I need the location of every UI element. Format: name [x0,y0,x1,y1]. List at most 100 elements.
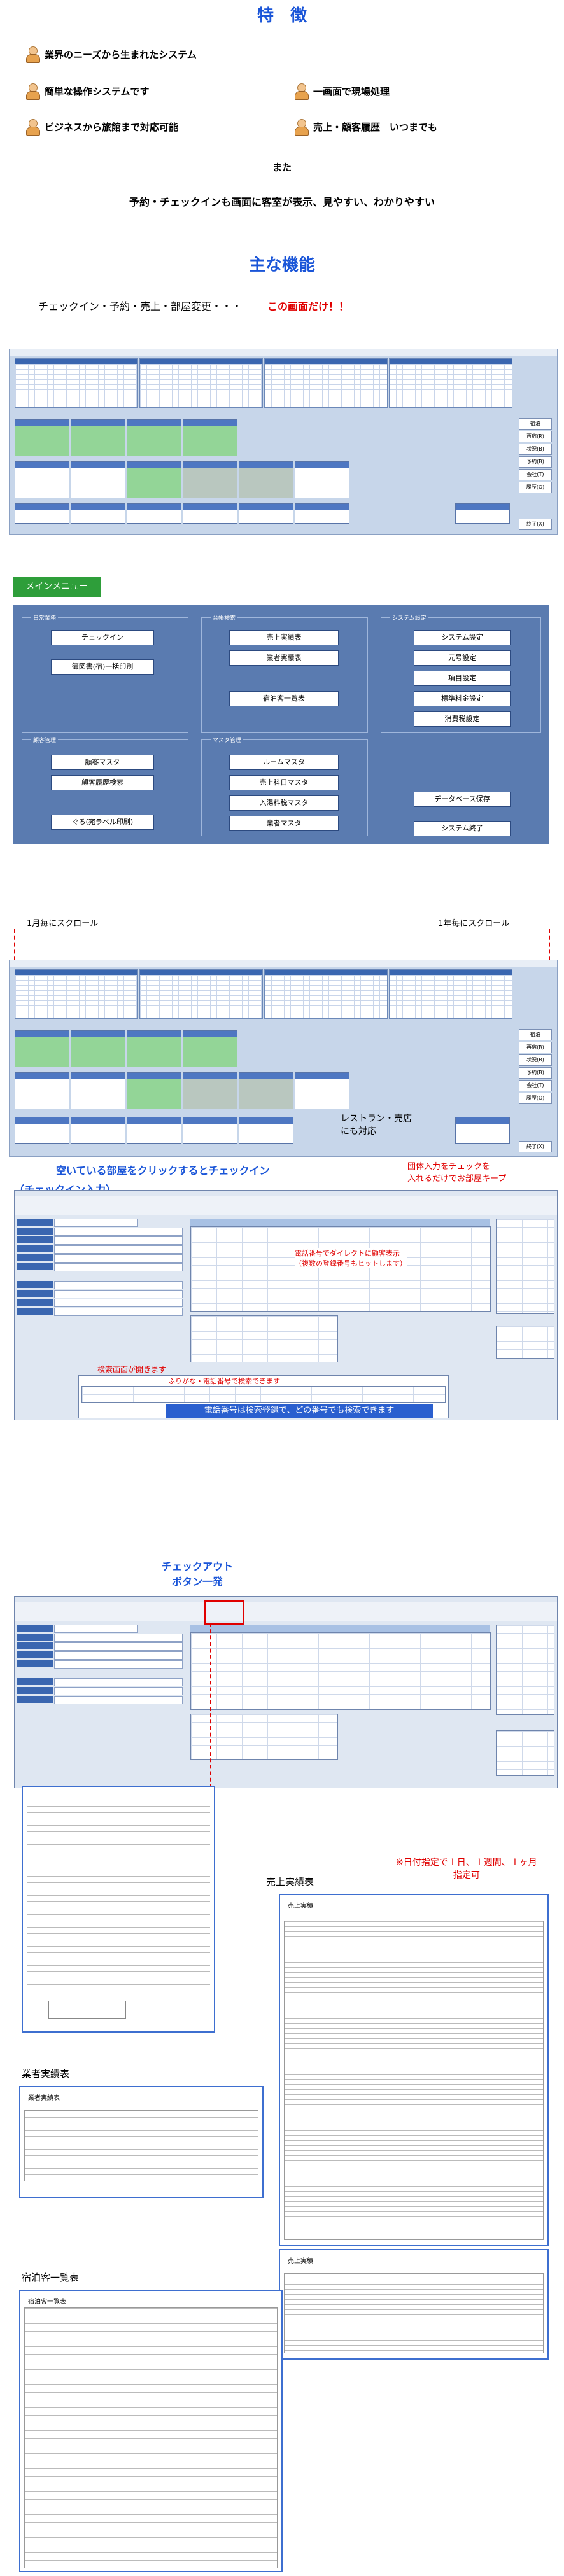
form-field[interactable] [54,1634,183,1642]
calendar[interactable] [15,358,138,408]
room-cell[interactable] [15,1030,69,1067]
room-cell[interactable] [15,419,69,456]
side-button[interactable]: 履歴(O) [519,482,552,493]
system-exit-button[interactable]: システム終了 [414,821,511,836]
form-field[interactable] [54,1299,183,1307]
form-field[interactable] [54,1263,183,1271]
room-cell[interactable] [15,1072,69,1109]
room-master-button[interactable]: ルームマスタ [229,755,339,770]
room-cell[interactable] [127,461,181,498]
vendor-report-button[interactable]: 業者実績表 [229,650,339,666]
db-save-button[interactable]: データベース保存 [414,792,511,807]
consumption-tax-button[interactable]: 消費税設定 [414,711,511,727]
calendar[interactable] [389,358,512,408]
sales-grid[interactable] [190,1632,491,1710]
room-cell[interactable] [239,1117,293,1144]
side-button[interactable]: 予約(B) [519,1067,552,1079]
form-field[interactable] [54,1245,183,1254]
sales-report-button[interactable]: 売上実績表 [229,630,339,645]
room-cell[interactable] [71,461,125,498]
room-cell[interactable] [183,1030,237,1067]
room-cell[interactable] [127,1072,181,1109]
side-button[interactable]: 履歴(O) [519,1093,552,1104]
room-checklist[interactable] [496,1219,554,1314]
room-cell[interactable] [71,1117,125,1144]
room-cell[interactable] [15,503,69,524]
reservation-print-button[interactable]: 簿図書(宿)一括印刷 [51,659,154,675]
room-cell[interactable] [239,461,293,498]
room-cell[interactable] [183,461,237,498]
form-field[interactable] [54,1236,183,1245]
form-field[interactable] [54,1625,138,1633]
room-cell[interactable] [239,1072,293,1109]
side-button[interactable]: 会社(T) [519,469,552,480]
calendar[interactable] [264,358,388,408]
checkout-button[interactable] [204,1600,244,1625]
side-button[interactable]: 再宿(R) [519,431,552,442]
room-cell[interactable] [127,1117,181,1144]
room-cell[interactable] [183,503,237,524]
customer-master-button[interactable]: 顧客マスタ [51,755,154,770]
room-cell[interactable] [127,1030,181,1067]
side-button[interactable]: 予約(B) [519,456,552,468]
bath-tax-grid[interactable] [190,1714,338,1760]
customer-history-button[interactable]: 顧客履歴検索 [51,775,154,790]
item-settings-button[interactable]: 項目設定 [414,671,511,686]
side-button[interactable]: 再宿(R) [519,1042,552,1053]
room-cell[interactable] [183,419,237,456]
calendar[interactable] [389,969,512,1019]
exit-button[interactable]: 終了(X) [519,519,552,530]
calendar[interactable] [139,969,263,1019]
exit-button[interactable]: 終了(X) [519,1141,552,1152]
form-field[interactable] [54,1651,183,1660]
room-cell[interactable] [71,419,125,456]
form-field[interactable] [54,1660,183,1669]
side-button[interactable]: 宿泊 [519,418,552,430]
room-cell[interactable] [295,503,349,524]
form-field[interactable] [54,1696,183,1704]
form-field[interactable] [54,1687,183,1695]
form-field[interactable] [54,1290,183,1298]
form-field[interactable] [54,1219,138,1227]
form-field[interactable] [54,1678,183,1686]
checkin-button[interactable]: チェックイン [51,630,154,645]
standard-fee-button[interactable]: 標準料金設定 [414,691,511,706]
room-cell[interactable] [183,1117,237,1144]
calendar[interactable] [139,358,263,408]
side-button[interactable]: 宿泊 [519,1029,552,1040]
room-cell[interactable] [71,1072,125,1109]
room-cell[interactable] [455,503,510,524]
room-cell[interactable] [15,461,69,498]
room-cell[interactable] [183,1072,237,1109]
bath-tax-master-button[interactable]: 入湯料税マスタ [229,795,339,811]
label-print-button[interactable]: ぐる(宛ラベル印刷) [51,815,154,830]
side-button[interactable]: 状況(B) [519,1054,552,1066]
room-cell[interactable] [295,461,349,498]
calendar[interactable] [264,969,388,1019]
form-field[interactable] [54,1254,183,1263]
system-settings-button[interactable]: システム設定 [414,630,511,645]
sales-item-master-button[interactable]: 売上科目マスタ [229,775,339,790]
form-field[interactable] [54,1642,183,1651]
form-field[interactable] [54,1228,183,1236]
side-button[interactable]: 会社(T) [519,1080,552,1091]
room-cell[interactable] [455,1117,510,1144]
form-field[interactable] [54,1308,183,1316]
calendar[interactable] [15,969,138,1019]
room-cell[interactable] [71,1030,125,1067]
room-cell[interactable] [15,1117,69,1144]
sales-grid[interactable] [190,1226,491,1312]
room-checklist[interactable] [496,1625,554,1715]
room-cell[interactable] [71,503,125,524]
bath-tax-grid[interactable] [190,1315,338,1362]
side-button[interactable]: 状況(B) [519,444,552,455]
vendor-master-button[interactable]: 業者マスタ [229,816,339,831]
room-cell[interactable] [127,419,181,456]
room-cell[interactable] [127,503,181,524]
form-field[interactable] [54,1281,183,1289]
search-results-grid[interactable] [81,1386,446,1403]
era-settings-button[interactable]: 元号設定 [414,650,511,666]
guest-list-button[interactable]: 宿泊客一覧表 [229,691,339,706]
room-cell[interactable] [239,503,293,524]
room-cell[interactable] [295,1072,349,1109]
